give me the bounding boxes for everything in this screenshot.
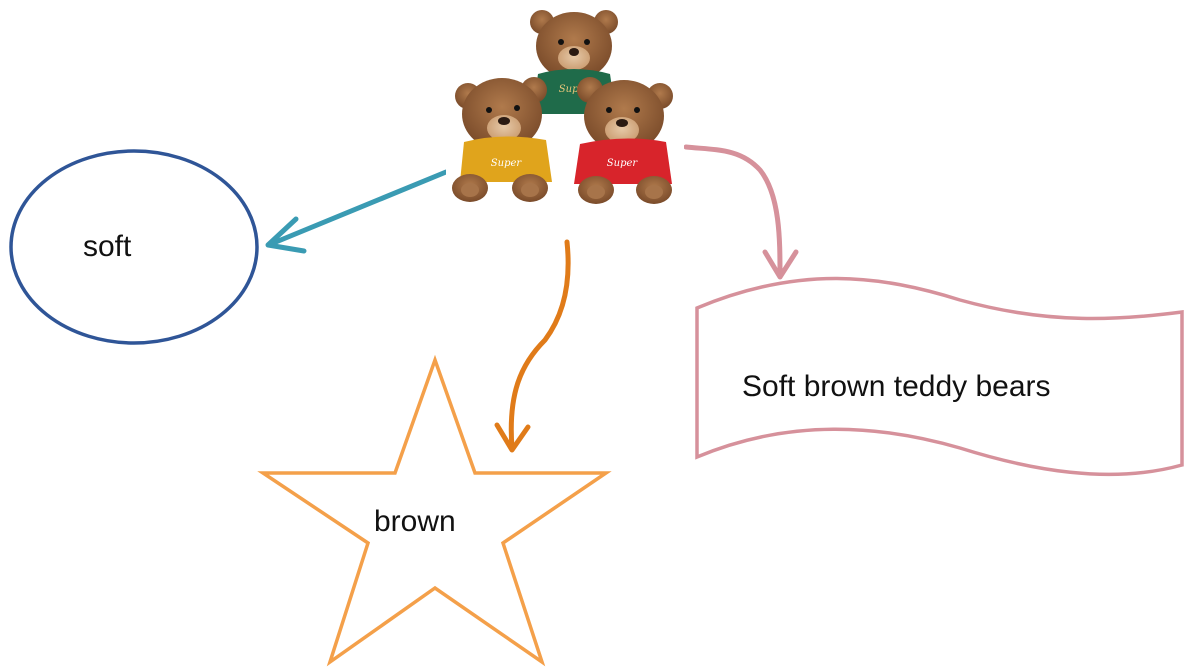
arrow-to-soft — [265, 169, 449, 254]
brown-label: brown — [374, 505, 456, 538]
teddy-bears-image: Super Super — [446, 4, 684, 208]
teddy-bears-illustration: Super Super — [452, 10, 673, 204]
bear-yellow: Super — [452, 77, 552, 202]
red-hoodie-text: Super — [607, 158, 639, 169]
banner-label: Soft brown teddy bears — [742, 370, 1051, 403]
green-hoodie-text: Super — [559, 84, 591, 95]
soft-label: soft — [83, 230, 132, 263]
soft-ellipse-shape — [9, 149, 259, 345]
arrow-to-brown — [494, 239, 571, 453]
arrow-to-banner — [683, 144, 799, 280]
yellow-hoodie-text: Super — [491, 158, 523, 169]
banner-shape — [695, 276, 1184, 477]
bear-red: Super — [574, 77, 673, 204]
brown-star-shape — [257, 354, 612, 667]
